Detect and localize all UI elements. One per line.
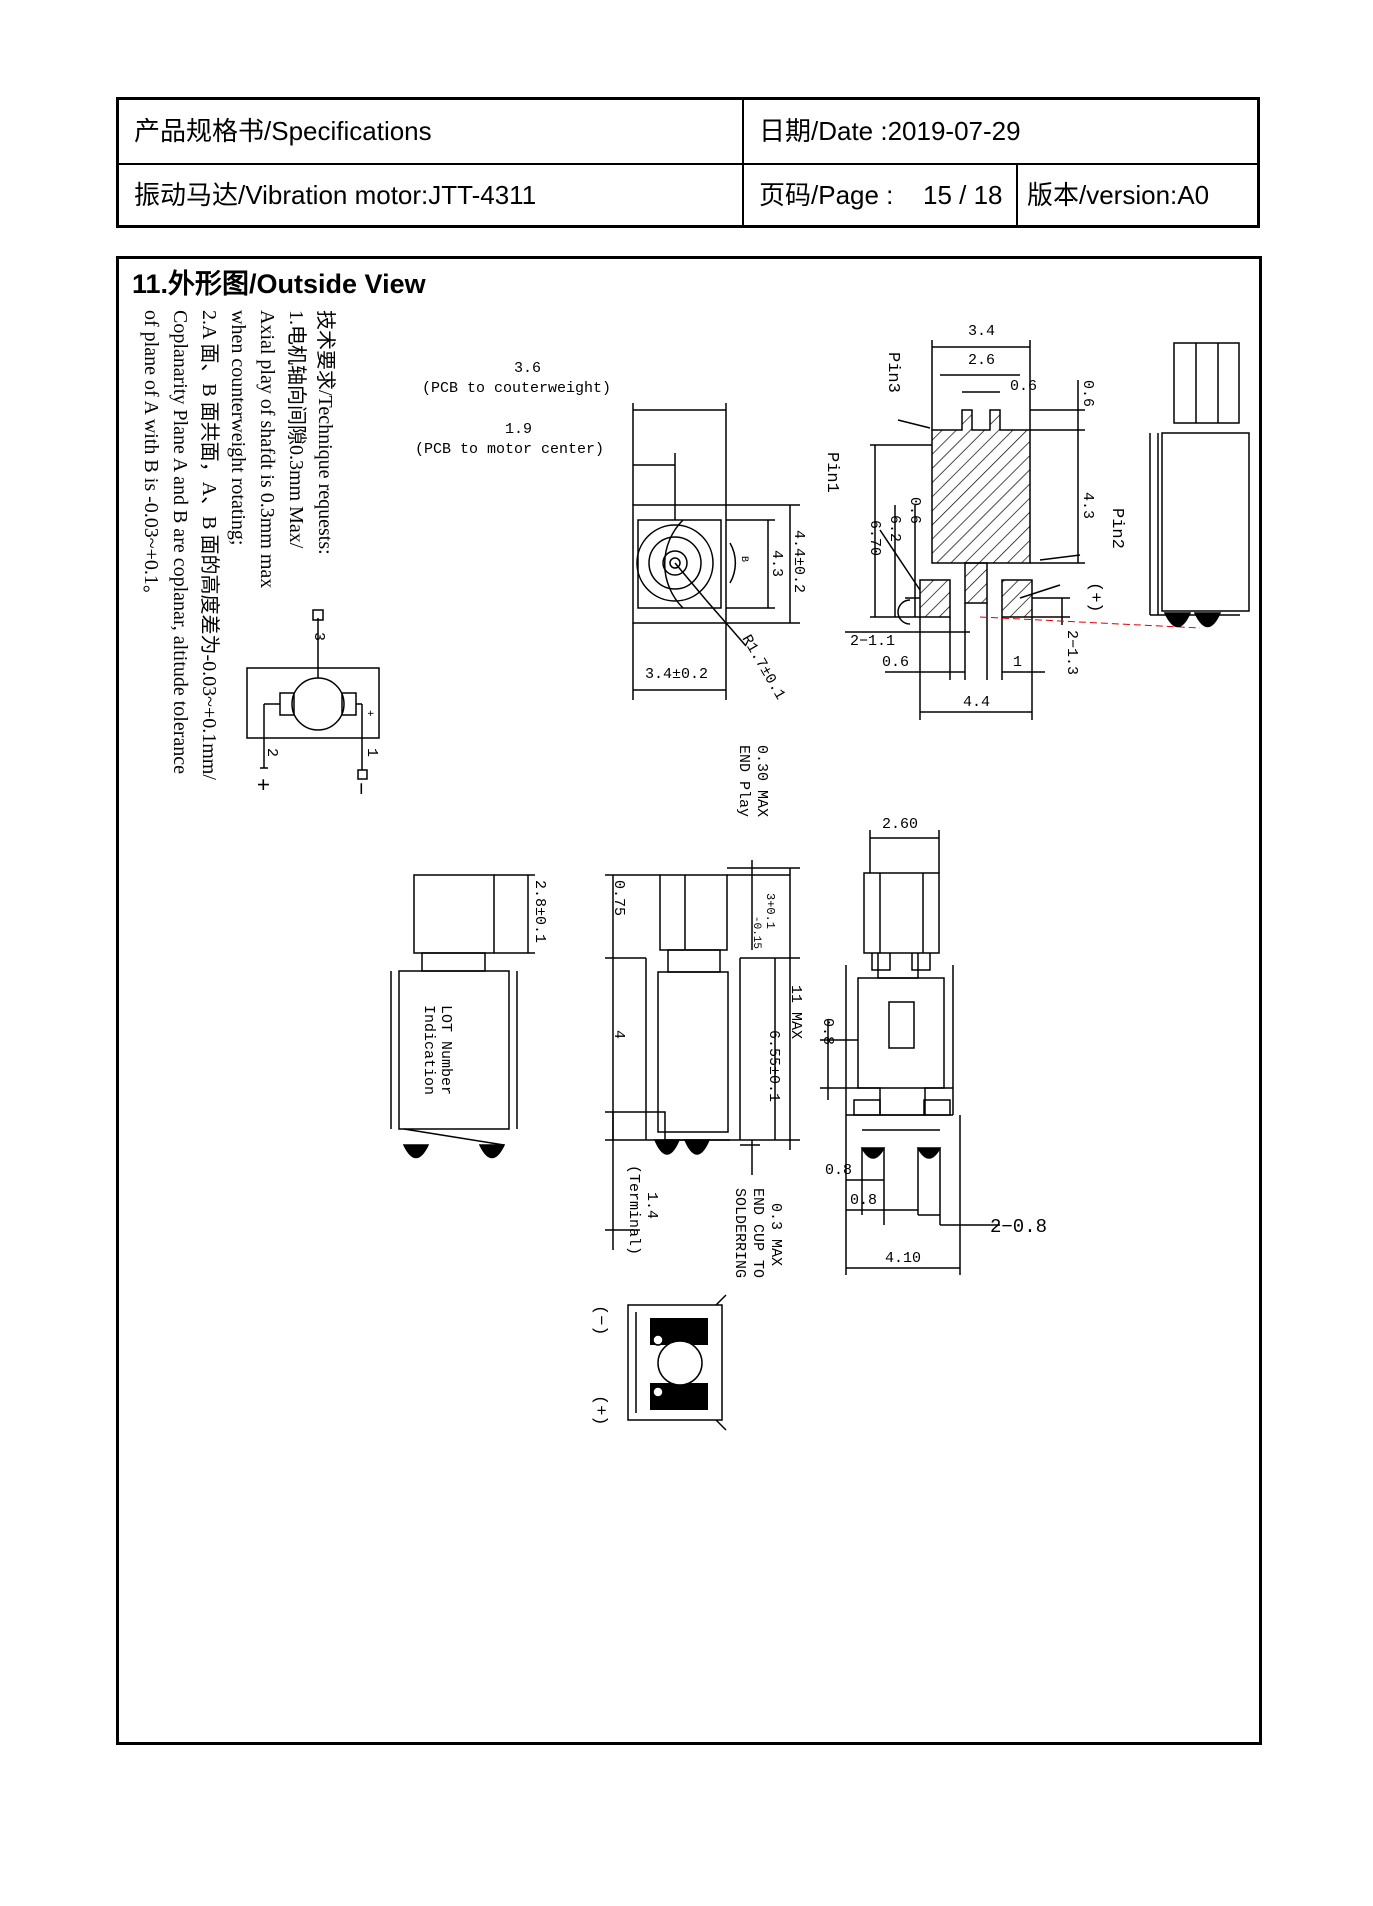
lot-label-1: LOT Number	[437, 1005, 454, 1095]
pad-pin3: Pin3	[883, 352, 902, 393]
page-number: 15 / 18	[923, 180, 1003, 210]
doc-title: 产品规格书/Specifications	[134, 116, 432, 146]
dim-radius: R1.7±0.1	[738, 632, 789, 703]
dim-1-9: 1.9	[505, 421, 532, 438]
pad-dim-6-2: 6.2	[886, 515, 903, 542]
schematic-plus: +	[249, 778, 274, 791]
dim-11-max: 11 MAX	[787, 985, 804, 1039]
header-divider-v1	[742, 100, 744, 225]
lot-label-2: Indication	[420, 1005, 437, 1095]
tech-notes-heading: 技术要求/Technique requests:	[314, 310, 337, 555]
back-dim-0-8b: 0.8	[825, 1162, 852, 1179]
schematic-minus: −	[347, 782, 372, 795]
pad-pin2: Pin2	[1107, 508, 1126, 549]
doc-version: 版本/version:A0	[1027, 180, 1210, 210]
dim-3: 3+0.1	[763, 893, 777, 929]
pad-plus: (+)	[1085, 582, 1104, 613]
tech-notes: 技术要求/Technique requests: 1.电机轴向间隙0.3mm M…	[140, 310, 337, 780]
end-cup-label-2: SOLDERRING	[731, 1188, 748, 1278]
back-dim-4-10: 4.10	[885, 1250, 921, 1267]
dim-0-75: 0.75	[610, 880, 627, 916]
schematic-pin2: 2	[263, 748, 280, 757]
header-table: 产品规格书/Specifications 日期/Date :2019-07-29…	[116, 97, 1260, 228]
back-dim-0-8a: 0.8	[819, 1018, 836, 1045]
bottom-minus: (−)	[590, 1305, 609, 1336]
mark-b: B	[738, 556, 749, 562]
back-dim-2-60: 2.60	[882, 816, 918, 833]
pad-dim-0-6a: 0.6	[1010, 378, 1037, 395]
tech-note-4: 2.A 面、B 面共面，A、B 面的高度差为-0.03~+0.1mm/	[198, 310, 221, 780]
header-divider-v2	[1016, 163, 1018, 225]
dim-4-4: 4.4±0.2	[790, 530, 807, 593]
product-name: 振动马达/Vibration motor:JTT-4311	[134, 180, 537, 210]
pad-dim-0-6d: 0.6	[882, 654, 909, 671]
dim-3-4: 3.4±0.2	[645, 666, 708, 683]
pad-view: 3.4 2.6 0.6 0.6 4.3 0.6 6.2 6.70 Pin1 Pi…	[822, 323, 1201, 720]
dim-1-4: 1.4	[643, 1192, 660, 1219]
tech-note-5: Coplanarity Plane A and B are coplanar, …	[169, 310, 191, 774]
dim-1-9-note: (PCB to motor center)	[415, 441, 604, 458]
tech-note-6: of plane of A with B is -0.03~+0.1。	[140, 310, 162, 605]
pad-pin1: Pin1	[822, 452, 841, 493]
dim-3-6: 3.6	[514, 360, 541, 377]
dim-6-55: 6.55±0.1	[765, 1030, 782, 1102]
schematic-pin1: 1	[363, 748, 380, 757]
dim-4: 4	[610, 1030, 627, 1039]
pad-dim-0-6b: 0.6	[1079, 380, 1096, 407]
doc-date: 日期/Date :2019-07-29	[759, 116, 1021, 146]
back-side-view: 2.60 0.8 0.8 0.8 2−0.8 4.10	[819, 816, 1047, 1275]
pad-dim-2-6: 2.6	[968, 352, 995, 369]
pad-dim-3-4: 3.4	[968, 323, 995, 340]
pad-dim-2-1-3: 2−1.3	[1063, 630, 1080, 675]
pad-dim-6-70: 6.70	[866, 520, 883, 556]
dim-3-6-note: (PCB to couterweight)	[422, 380, 611, 397]
terminal-label: (Terminal)	[625, 1165, 642, 1255]
right-side-view	[1149, 342, 1250, 628]
pad-dim-0-6c: 0.6	[906, 497, 923, 524]
end-cup-value: 0.3 MAX	[767, 1203, 784, 1266]
bottom-end-view: (−) (+)	[590, 1294, 727, 1431]
content-frame	[116, 256, 1262, 1745]
top-view: 3.6 (PCB to couterweight) 1.9 (PCB to mo…	[415, 360, 807, 703]
motor-symbol-icon	[291, 677, 345, 731]
pad-dim-4-4: 4.4	[963, 694, 990, 711]
page-label: 页码/Page :	[759, 180, 894, 210]
tech-note-3: when counterweight rotating;	[227, 310, 249, 546]
motor-schematic: 3 2 1 + − +	[246, 609, 380, 795]
middle-side-view: 0.30 MAX END Play 0.75 3+0.1 -0.15 4 6.5…	[605, 745, 804, 1278]
dim-4-3: 4.3	[768, 550, 785, 577]
end-play-label: END Play	[735, 745, 752, 817]
bottom-plus: (+)	[590, 1395, 609, 1426]
back-dim-2-0-8: 2−0.8	[990, 1216, 1047, 1238]
end-cup-label-1: END CUP TO	[749, 1188, 766, 1278]
pad-dim-2-1-1: 2−1.1	[850, 633, 895, 650]
lot-dim-2-8: 2.8±0.1	[531, 880, 548, 943]
schematic-pin3: 3	[310, 632, 327, 641]
end-play-value: 0.30 MAX	[753, 745, 770, 817]
section-title: 11.外形图/Outside View	[132, 269, 426, 299]
dim-3-tol: -0.15	[750, 916, 762, 949]
tech-note-2: Axial play of shafdt is 0.3mm max	[256, 310, 278, 588]
schematic-plus-small: +	[363, 710, 375, 717]
pad-dim-1: 1	[1013, 654, 1022, 671]
back-dim-0-8c: 0.8	[850, 1192, 877, 1209]
pad-dim-4-3: 4.3	[1079, 492, 1096, 519]
front-view-lot: 2.8±0.1 LOT Number Indication	[390, 874, 548, 1159]
tech-note-1: 1.电机轴向间隙0.3mm Max/	[285, 310, 308, 549]
header-divider-h	[119, 163, 1257, 165]
